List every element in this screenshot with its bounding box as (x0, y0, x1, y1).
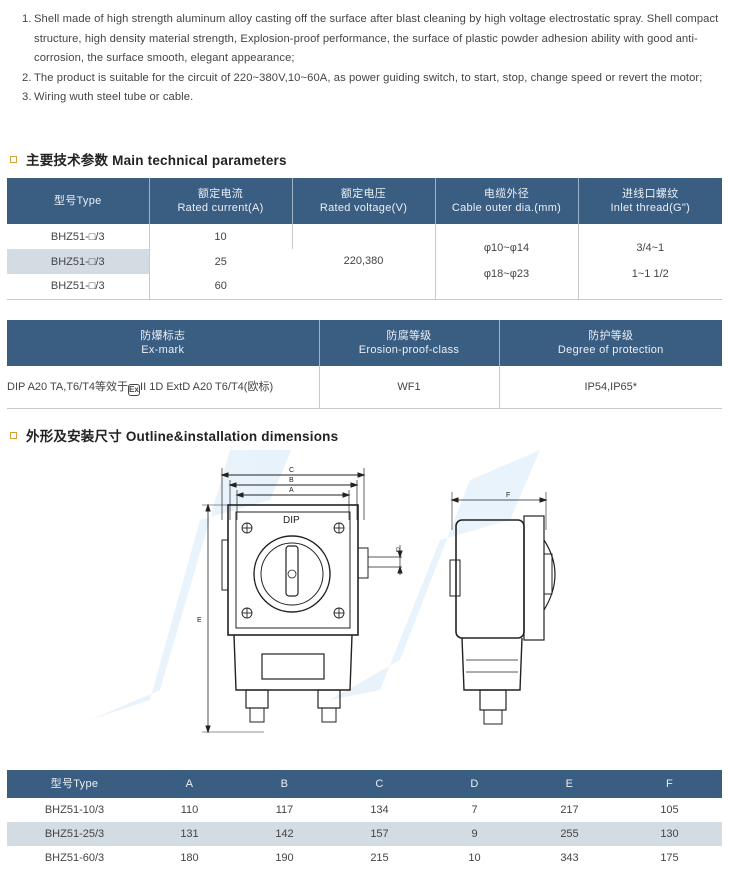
dims-header-type: 型号Type (7, 770, 142, 798)
table-row: BHZ51-□/3 25 (7, 249, 722, 274)
cell-type: BHZ51-10/3 (44, 804, 105, 816)
table-row: BHZ51-□/3 60 (7, 274, 722, 299)
intro-item: 1.Shell made of high strength aluminum a… (22, 10, 722, 69)
dimensions-table: 型号Type A B C D E F BHZ51-10/3 110 117 13… (7, 770, 722, 870)
dims-header-a: A (142, 770, 237, 798)
cell-b: 117 (275, 804, 294, 816)
housing-side (455, 519, 525, 639)
params-header-type: 型号Type (7, 178, 150, 224)
cell-current: 60 (214, 280, 227, 293)
cell-a: 131 (142, 822, 237, 846)
cell-protection: IP54,IP65* (584, 380, 638, 393)
front-view (202, 468, 403, 734)
cell-type: BHZ51-□/3 (7, 224, 150, 249)
cell-f: 175 (660, 852, 679, 864)
cell-b: 190 (275, 852, 294, 864)
cell-current: 10 (149, 224, 293, 249)
table-row: BHZ51-25/3 131 142 157 9 255 130 (7, 822, 722, 846)
cable-gland (245, 689, 269, 709)
cell-d: 9 (427, 822, 522, 846)
intro-item-text: The product is suitable for the circuit … (34, 71, 703, 84)
intro-item-number: 1. (22, 13, 32, 25)
cell-a: 110 (180, 804, 199, 816)
knob-side (543, 539, 556, 611)
params-section-title-text: 主要技术参数 Main technical parameters (26, 153, 287, 168)
label-a: A (289, 487, 294, 494)
cell-e: 343 (560, 852, 579, 864)
label-b: B (289, 477, 294, 484)
cell-type: BHZ51-□/3 (7, 274, 150, 299)
section-marker-icon (10, 431, 17, 439)
label-d: D (396, 548, 401, 554)
cell-d: 7 (471, 804, 478, 816)
dims-header-f: F (617, 770, 722, 798)
cell-f: 105 (660, 804, 679, 816)
switch-handle (285, 545, 299, 597)
bolt-icons (241, 522, 345, 619)
outline-section-title-text: 外形及安装尺寸 Outline&installation dimensions (26, 429, 339, 444)
ex-symbol-icon: Ex (128, 383, 141, 396)
cell-c: 215 (370, 852, 389, 864)
cell-c: 157 (332, 822, 427, 846)
intro-item-text: Wiring wuth steel tube or cable. (34, 91, 194, 103)
cable-gland (317, 689, 341, 709)
table-row: BHZ51-10/3 110 117 134 7 217 105 (7, 798, 722, 822)
cell-voltage: 220,380 (292, 224, 436, 299)
dims-header-d: D (427, 770, 522, 798)
table-row: DIP A20 TA,T6/T4等效于ExII 1D ExtD A20 T6/T… (7, 366, 722, 408)
watermark (90, 450, 540, 720)
dims-header-c: C (332, 770, 427, 798)
intro-item: 3.Wiring wuth steel tube or cable. (22, 88, 722, 108)
cell-d: 10 (468, 852, 481, 864)
dims-header-b: B (237, 770, 332, 798)
intro-item: 2.The product is suitable for the circui… (22, 69, 722, 89)
cell-type: BHZ51-□/3 (7, 249, 150, 274)
intro-item-number: 3. (22, 91, 32, 103)
label-f: F (506, 492, 510, 499)
cell-exmark: DIP A20 TA,T6/T4等效于ExII 1D ExtD A20 T6/T… (7, 366, 320, 408)
cell-e: 255 (522, 822, 617, 846)
cell-type: BHZ51-25/3 (7, 822, 142, 846)
params-section-title: 主要技术参数 Main technical parameters (8, 149, 287, 169)
dims-header-e: E (522, 770, 617, 798)
outline-section-title: 外形及安装尺寸 Outline&installation dimensions (8, 425, 338, 445)
label-dip: DIP (283, 515, 300, 526)
cell-current: 25 (214, 255, 227, 268)
section-marker-icon (10, 155, 17, 163)
cell-a: 180 (180, 852, 199, 864)
cell-c: 134 (370, 804, 389, 816)
housing-lower (233, 634, 353, 691)
intro-item-number: 2. (22, 71, 32, 84)
label-e: E (197, 617, 202, 624)
cell-f: 130 (617, 822, 722, 846)
intro-item-text: Shell made of high strength aluminum all… (34, 13, 719, 64)
cell-erosion: WF1 (319, 366, 500, 408)
drawing-labels: C B A DIP D E F (197, 467, 510, 624)
cell-e: 217 (560, 804, 579, 816)
table-row: BHZ51-60/3 180 190 215 10 343 175 (7, 846, 722, 870)
cell-type: BHZ51-60/3 (44, 852, 105, 864)
outline-drawing: C B A DIP D E F (90, 450, 556, 734)
intro-list: 1.Shell made of high strength aluminum a… (22, 10, 722, 108)
label-c: C (289, 467, 294, 474)
side-view (449, 492, 556, 725)
dims-header-row: 型号Type A B C D E F (7, 770, 722, 798)
cell-b: 142 (237, 822, 332, 846)
switch-dial (253, 535, 331, 613)
